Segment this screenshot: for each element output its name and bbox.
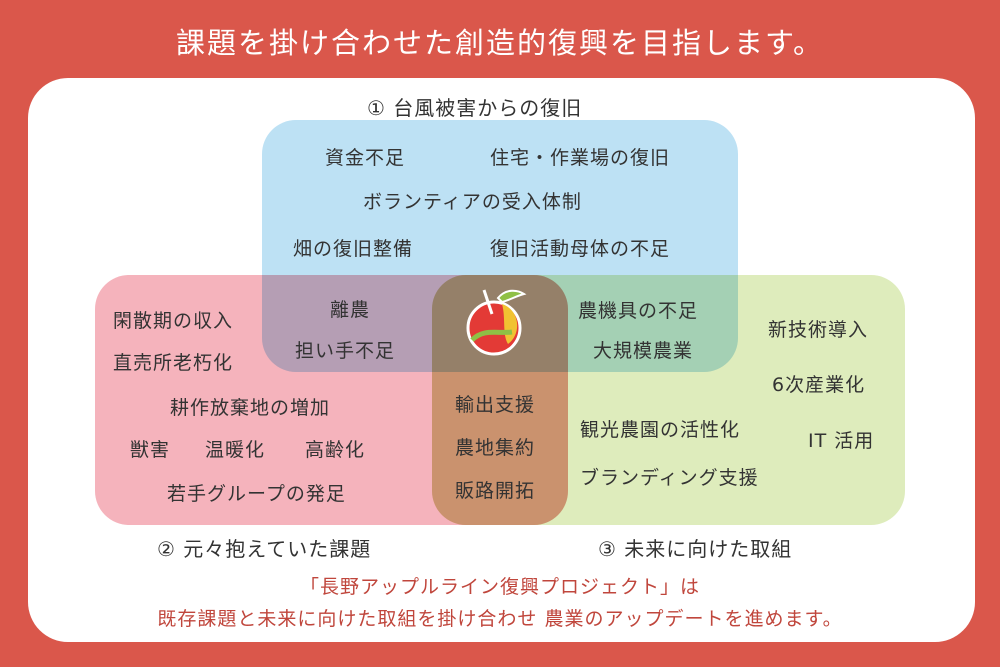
list-item: IT 活用: [808, 430, 875, 452]
list-item: 住宅・作業場の復旧: [490, 147, 671, 169]
list-item: 復旧活動母体の不足: [490, 238, 671, 260]
circle3-label: ③ 未来に向けた取組: [598, 537, 793, 561]
list-item: 新技術導入: [768, 319, 869, 341]
list-item: 観光農園の活性化: [580, 419, 741, 441]
list-item: 大規模農業: [593, 340, 694, 362]
list-item: 耕作放棄地の増加: [170, 397, 331, 419]
footer-line1: 「長野アップルライン復興プロジェクト」は: [299, 576, 700, 598]
circle2-label: ② 元々抱えていた課題: [157, 537, 372, 561]
list-item: 若手グループの発足: [167, 483, 346, 505]
list-item: 輸出支援: [455, 394, 536, 416]
list-item: 販路開拓: [455, 480, 536, 502]
list-item: ブランディング支援: [580, 467, 759, 489]
list-item: ボランティアの受入体制: [363, 191, 582, 213]
list-item: 獣害: [130, 439, 171, 461]
page-title: 課題を掛け合わせた創造的復興を目指します。: [175, 26, 825, 60]
footer-line2: 既存課題と未来に向けた取組を掛け合わせ 農業のアップデートを進めます。: [157, 608, 843, 630]
list-item: 農機具の不足: [578, 300, 699, 322]
list-item: 離農: [330, 299, 371, 321]
list-item: 担い手不足: [295, 340, 396, 362]
list-item: 資金不足: [325, 147, 406, 169]
apple-logo-icon: [466, 289, 527, 356]
list-item: 農地集約: [455, 437, 536, 459]
list-item: 6次産業化: [772, 374, 866, 396]
list-item: 温暖化: [205, 439, 266, 461]
list-item: 畑の復旧整備: [293, 238, 414, 260]
list-item: 高齢化: [305, 439, 366, 461]
list-item: 閑散期の収入: [113, 310, 234, 332]
list-item: 直売所老朽化: [113, 352, 234, 374]
circle1-label: ① 台風被害からの復旧: [367, 96, 583, 120]
